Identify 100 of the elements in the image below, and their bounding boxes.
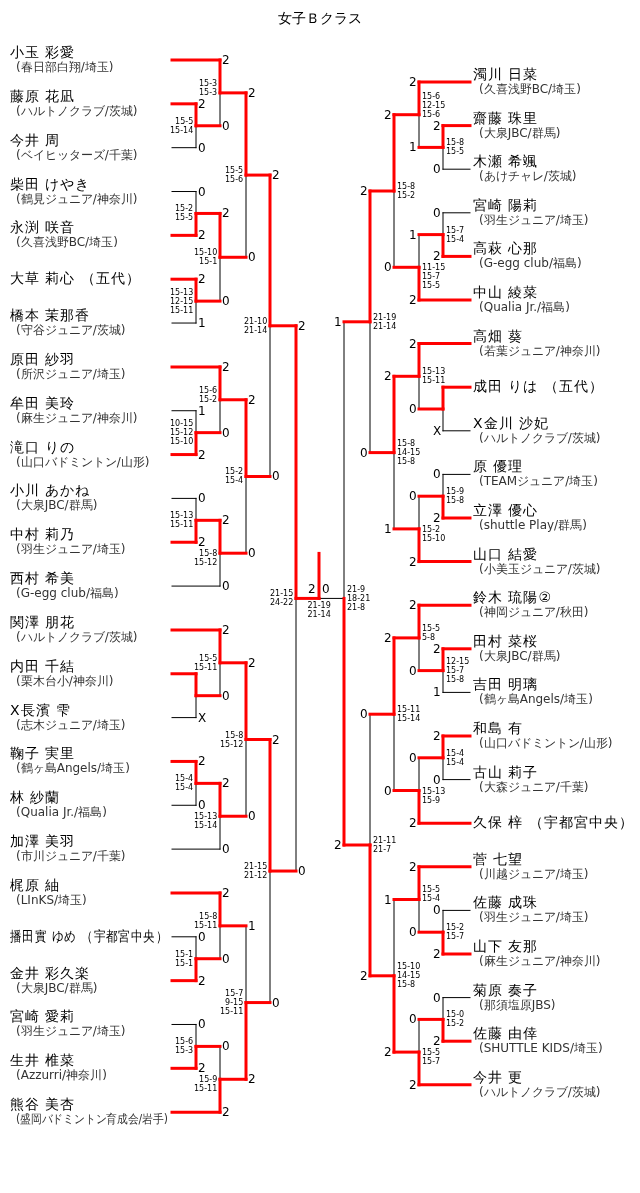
game-score: 15-8 14-15 15-8 bbox=[397, 439, 421, 467]
club-name: (山口バドミントン/山形) bbox=[479, 737, 613, 750]
club-name: (小美玉ジュニア/茨城) bbox=[479, 562, 601, 576]
game-score: 15-5 15-4 bbox=[422, 885, 441, 904]
match-score: 2 bbox=[409, 76, 417, 88]
game-score: 15-1 15-1 bbox=[175, 949, 194, 968]
match-score: 1 bbox=[384, 893, 392, 906]
player-name: 中村 莉乃 bbox=[10, 526, 76, 543]
title: 女子Ｂクラス bbox=[278, 10, 362, 26]
match-score: 1 bbox=[198, 404, 206, 417]
player-name: 久保 梓 （宇都宮中央） bbox=[473, 814, 634, 832]
match-score: 0 bbox=[248, 251, 256, 264]
match-score: 2 bbox=[409, 599, 417, 612]
match-score: 2 bbox=[384, 1046, 392, 1059]
game-score: 15-4 15-4 bbox=[446, 748, 465, 767]
match-score: 0 bbox=[272, 996, 280, 1009]
club-name: (鶴見ジュニア/神奈川) bbox=[16, 192, 138, 206]
match-score: 0 bbox=[198, 930, 206, 943]
club-name: (Qualia Jr./福島) bbox=[479, 301, 570, 314]
club-name: (羽生ジュニア/埼玉) bbox=[16, 543, 126, 557]
player-name: X長濱 雫 bbox=[10, 701, 72, 719]
game-score: 21-11 21-7 bbox=[373, 836, 397, 854]
game-score: 15-6 15-3 bbox=[175, 1037, 194, 1056]
player-name: 今井 更 bbox=[473, 1068, 524, 1086]
match-score: 0 bbox=[433, 904, 441, 917]
game-score: 15-9 15-8 bbox=[446, 487, 465, 506]
player-name: 橋本 茉那香 bbox=[10, 307, 91, 324]
player-name: 原 優理 bbox=[473, 458, 524, 475]
club-name: (大泉JBC/群馬) bbox=[479, 126, 561, 140]
game-score: 15-8 15-2 bbox=[397, 182, 416, 200]
match-score: 2 bbox=[308, 583, 316, 596]
player-name: 小川 あかね bbox=[10, 482, 91, 499]
club-name: (Qualia Jr./福島) bbox=[16, 806, 107, 820]
match-score: 0 bbox=[409, 664, 417, 677]
game-score: 21-15 24-22 bbox=[270, 589, 294, 608]
match-score: 0 bbox=[384, 784, 392, 797]
player-name: 佐藤 成珠 bbox=[473, 894, 539, 911]
match-score: 0 bbox=[433, 773, 441, 786]
match-score: 0 bbox=[409, 751, 417, 764]
game-score: 15-5 5-8 bbox=[422, 623, 441, 642]
match-score: 0 bbox=[409, 490, 417, 503]
match-score: 0 bbox=[222, 843, 230, 856]
club-name: (川越ジュニア/埼玉) bbox=[479, 867, 589, 881]
match-score: 2 bbox=[360, 185, 368, 197]
club-name: (Azzurri/神奈川) bbox=[16, 1069, 107, 1083]
match-score: 0 bbox=[198, 799, 206, 812]
club-name: (栗木台小/神奈川) bbox=[16, 674, 114, 688]
match-score: 2 bbox=[198, 755, 206, 768]
match-score: 2 bbox=[248, 86, 256, 99]
match-score: 2 bbox=[198, 229, 206, 242]
club-name: (盛岡バドミントン育成会/岩手) bbox=[16, 1113, 168, 1127]
player-name: 菅 七望 bbox=[473, 850, 524, 868]
club-name: (那須塩原JBS) bbox=[479, 998, 556, 1012]
game-score: 15-2 15-7 bbox=[446, 923, 465, 942]
player-name: 柴田 けやき bbox=[10, 175, 91, 193]
match-score: 0 bbox=[433, 991, 441, 1004]
game-score: 15-2 15-10 bbox=[422, 525, 446, 543]
game-score: 21-19 21-14 bbox=[373, 312, 397, 331]
game-score: 12-15 15-7 15-8 bbox=[446, 657, 470, 685]
player-name: 高畑 葵 bbox=[473, 327, 524, 345]
game-score: 15-3 15-3 bbox=[199, 78, 218, 97]
game-score: 15-7 15-4 bbox=[446, 225, 465, 244]
match-score: 0 bbox=[222, 119, 230, 132]
match-score: 0 bbox=[360, 708, 368, 721]
match-score: 2 bbox=[433, 642, 441, 655]
player-name: 宮崎 陽莉 bbox=[473, 196, 539, 214]
game-score: 21-19 21-14 bbox=[307, 601, 331, 620]
player-name: 大草 莉心 （五代） bbox=[10, 270, 141, 288]
club-name: (所沢ジュニア/埼玉) bbox=[16, 367, 126, 381]
game-score: 15-2 15-4 bbox=[225, 467, 244, 486]
player-name: 成田 りは （五代） bbox=[473, 378, 604, 396]
game-score: 15-8 15-5 bbox=[446, 138, 465, 157]
game-score: 15-9 15-11 bbox=[194, 1075, 218, 1094]
club-name: (神岡ジュニア/秋田) bbox=[479, 606, 589, 620]
player-name: 林 紗蘭 bbox=[10, 789, 61, 806]
match-score: 0 bbox=[248, 547, 256, 560]
club-name: (SHUTTLE KIDS/埼玉) bbox=[479, 1042, 603, 1056]
match-score: 0 bbox=[222, 580, 230, 593]
game-score: 15-11 15-14 bbox=[397, 705, 421, 724]
game-score: 15-13 12-15 15-11 bbox=[170, 287, 194, 315]
game-score: 15-6 12-15 15-6 bbox=[422, 91, 446, 119]
match-score: 2 bbox=[248, 656, 256, 669]
match-score: 0 bbox=[198, 1018, 206, 1031]
match-score: 2 bbox=[433, 119, 441, 132]
club-name: (ハルトノクラブ/茨城) bbox=[479, 1085, 601, 1099]
club-name: (志木ジュニア/埼玉) bbox=[16, 718, 126, 732]
club-name: (大泉JBC/群馬) bbox=[16, 499, 98, 513]
player-name: 牟田 美玲 bbox=[10, 394, 76, 412]
club-name: (若葉ジュニア/神奈川) bbox=[479, 344, 601, 358]
game-score: 10-15 15-12 15-10 bbox=[170, 419, 194, 447]
player-name: 山口 結愛 bbox=[473, 545, 539, 563]
match-score: 1 bbox=[384, 522, 392, 535]
match-score: 2 bbox=[384, 631, 392, 644]
player-name: 滝口 りの bbox=[10, 438, 76, 456]
game-score: 15-5 15-6 bbox=[225, 166, 244, 185]
player-name: 加澤 美羽 bbox=[10, 833, 76, 850]
player-name: 今井 周 bbox=[10, 131, 61, 149]
match-score: X bbox=[198, 711, 207, 724]
player-name: 菊原 奏子 bbox=[473, 981, 539, 999]
club-name: (春日部白翔/埼玉) bbox=[16, 61, 114, 74]
